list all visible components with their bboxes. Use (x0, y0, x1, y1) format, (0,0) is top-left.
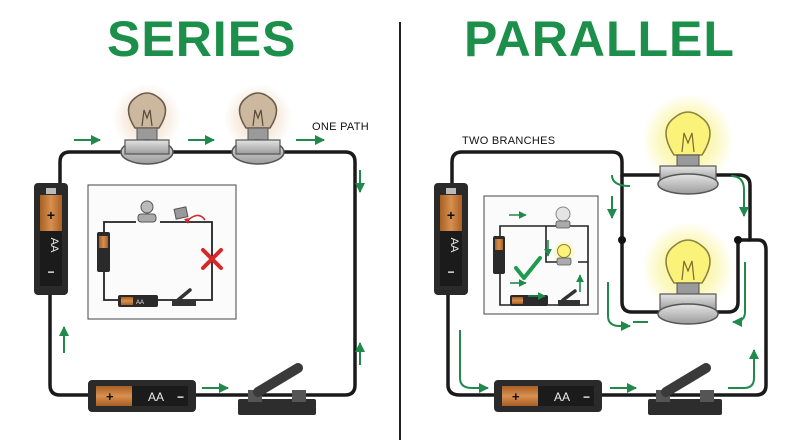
battery-plus-sign: + (106, 389, 114, 404)
parallel-bulb-bottom (642, 222, 734, 325)
series-flow-arrows (59, 135, 365, 393)
series-bulb-2 (224, 84, 292, 165)
arrow-icon (607, 282, 631, 331)
series-switch (238, 363, 316, 415)
parallel-title: PARALLEL (464, 11, 735, 67)
arrow-icon (730, 175, 749, 217)
series-bulb-1 (113, 84, 181, 165)
battery-minus-sign: − (177, 390, 184, 404)
junction-dot (734, 236, 742, 244)
parallel-battery-vertical: + AA − (434, 183, 468, 295)
x-mark-icon (201, 248, 223, 270)
series-note: ONE PATH (312, 121, 369, 133)
battery-label: AA (448, 238, 460, 253)
parallel-flow-arrows (459, 174, 759, 393)
series-battery-horizontal: + AA − (88, 380, 196, 412)
parallel-note: TWO BRANCHES (462, 135, 556, 147)
battery-label: AA (48, 238, 60, 253)
check-mark-icon (514, 256, 542, 280)
junction-dot (618, 236, 626, 244)
battery-plus-sign: + (47, 207, 55, 223)
series-wire (48, 150, 357, 397)
parallel-switch (648, 363, 722, 415)
series-panel: + AA − + AA − (34, 84, 365, 415)
arrow-icon (732, 262, 746, 327)
battery-label: AA (148, 390, 164, 404)
battery-plus-sign: + (447, 207, 455, 223)
series-title: SERIES (107, 11, 297, 67)
battery-label: AA (136, 300, 144, 306)
parallel-wire (446, 150, 768, 397)
battery-minus-sign: − (447, 265, 454, 279)
arrow-icon (611, 174, 631, 187)
battery-minus-sign: − (583, 390, 590, 404)
series-broken-circuit-inset: AA (87, 184, 237, 320)
battery-minus-sign: − (47, 265, 54, 279)
battery-plus-sign: + (512, 389, 520, 404)
parallel-bulb-top (642, 94, 734, 195)
parallel-inset (483, 195, 599, 315)
arrow-icon (459, 330, 489, 393)
battery-label: AA (554, 390, 570, 404)
parallel-battery-horizontal: + AA − (494, 380, 602, 412)
arrow-icon (728, 349, 759, 389)
parallel-panel: + AA − + AA − (434, 94, 768, 415)
series-battery-vertical: + AA − (34, 183, 68, 295)
